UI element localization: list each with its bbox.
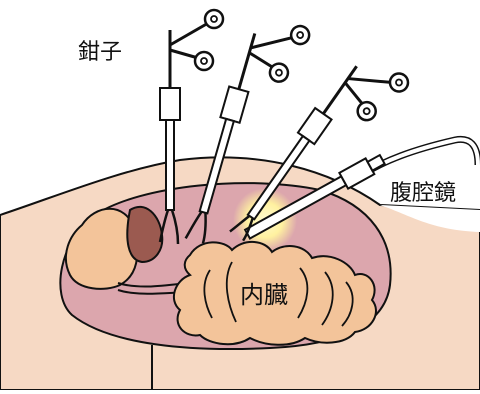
label-forceps: 鉗子: [78, 34, 122, 66]
label-internal-organs: 内臓: [240, 275, 288, 310]
label-laparoscope: 腹腔鏡: [390, 175, 456, 207]
